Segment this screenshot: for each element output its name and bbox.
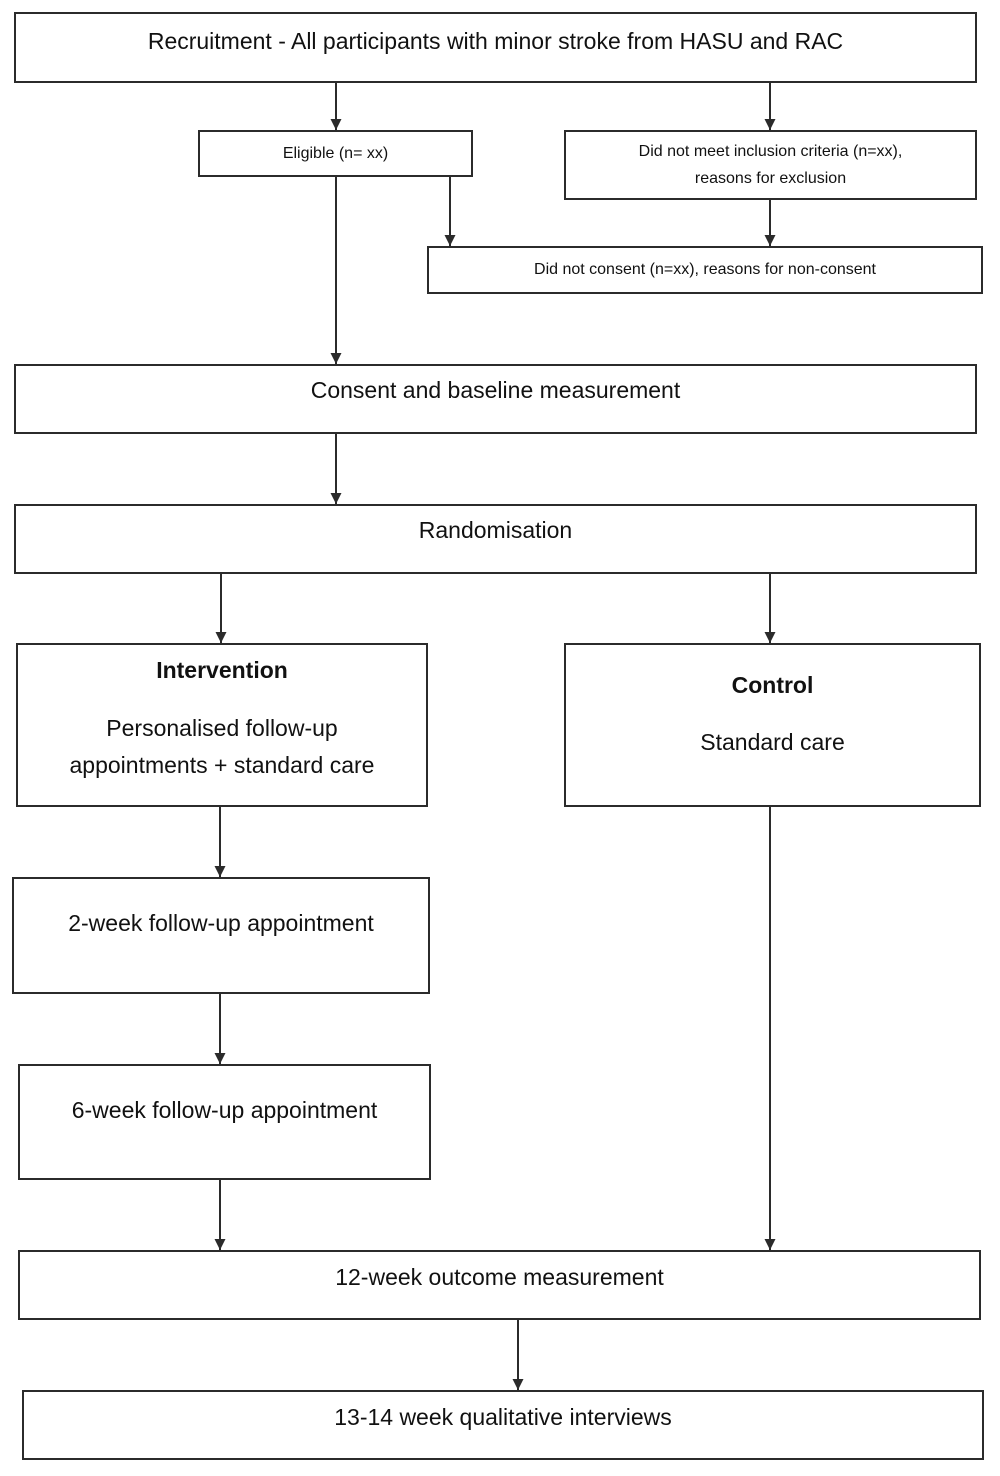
recruitment-box: Recruitment - All participants with mino… — [14, 12, 977, 83]
six-week-follow-up-box: 6-week follow-up appointment — [18, 1064, 431, 1180]
not-consent-box: Did not consent (n=xx), reasons for non-… — [427, 246, 983, 294]
twelve-week-outcome-label: 12-week outcome measurement — [335, 1264, 664, 1290]
control-title: Control — [731, 672, 814, 698]
six-week-follow-up-label: 6-week follow-up appointment — [71, 1097, 378, 1123]
twelve-week-outcome-box: 12-week outcome measurement — [18, 1250, 981, 1320]
consent-baseline-box: Consent and baseline measurement — [14, 364, 977, 434]
control-box: Control Standard care — [564, 643, 981, 807]
eligible-box: Eligible (n= xx) — [198, 130, 473, 177]
two-week-follow-up-box: 2-week follow-up appointment — [12, 877, 430, 994]
intervention-box: Intervention Personalised follow-up appo… — [16, 643, 428, 807]
not-meet-criteria-box: Did not meet inclusion criteria (n=xx), … — [564, 130, 977, 200]
consent-baseline-label: Consent and baseline measurement — [310, 377, 681, 403]
control-line-1: Standard care — [700, 729, 845, 755]
two-week-follow-up-label: 2-week follow-up appointment — [68, 910, 374, 936]
randomisation-box: Randomisation — [14, 504, 977, 574]
intervention-description: Personalised follow-up appointments + st… — [18, 710, 426, 784]
not-meet-criteria-line-2: reasons for exclusion — [694, 170, 847, 187]
not-consent-label: Did not consent (n=xx), reasons for non-… — [534, 261, 876, 278]
qualitative-interviews-label: 13-14 week qualitative interviews — [334, 1404, 672, 1430]
not-meet-criteria-line-1: Did not meet inclusion criteria (n=xx), — [638, 143, 903, 160]
eligible-label: Eligible (n= xx) — [282, 144, 389, 162]
randomisation-label: Randomisation — [418, 517, 573, 543]
intervention-title: Intervention — [156, 657, 288, 683]
recruitment-label: Recruitment - All participants with mino… — [147, 28, 844, 54]
qualitative-interviews-box: 13-14 week qualitative interviews — [22, 1390, 984, 1460]
intervention-line-2: appointments + standard care — [69, 752, 375, 778]
intervention-line-1: Personalised follow-up — [106, 715, 338, 741]
